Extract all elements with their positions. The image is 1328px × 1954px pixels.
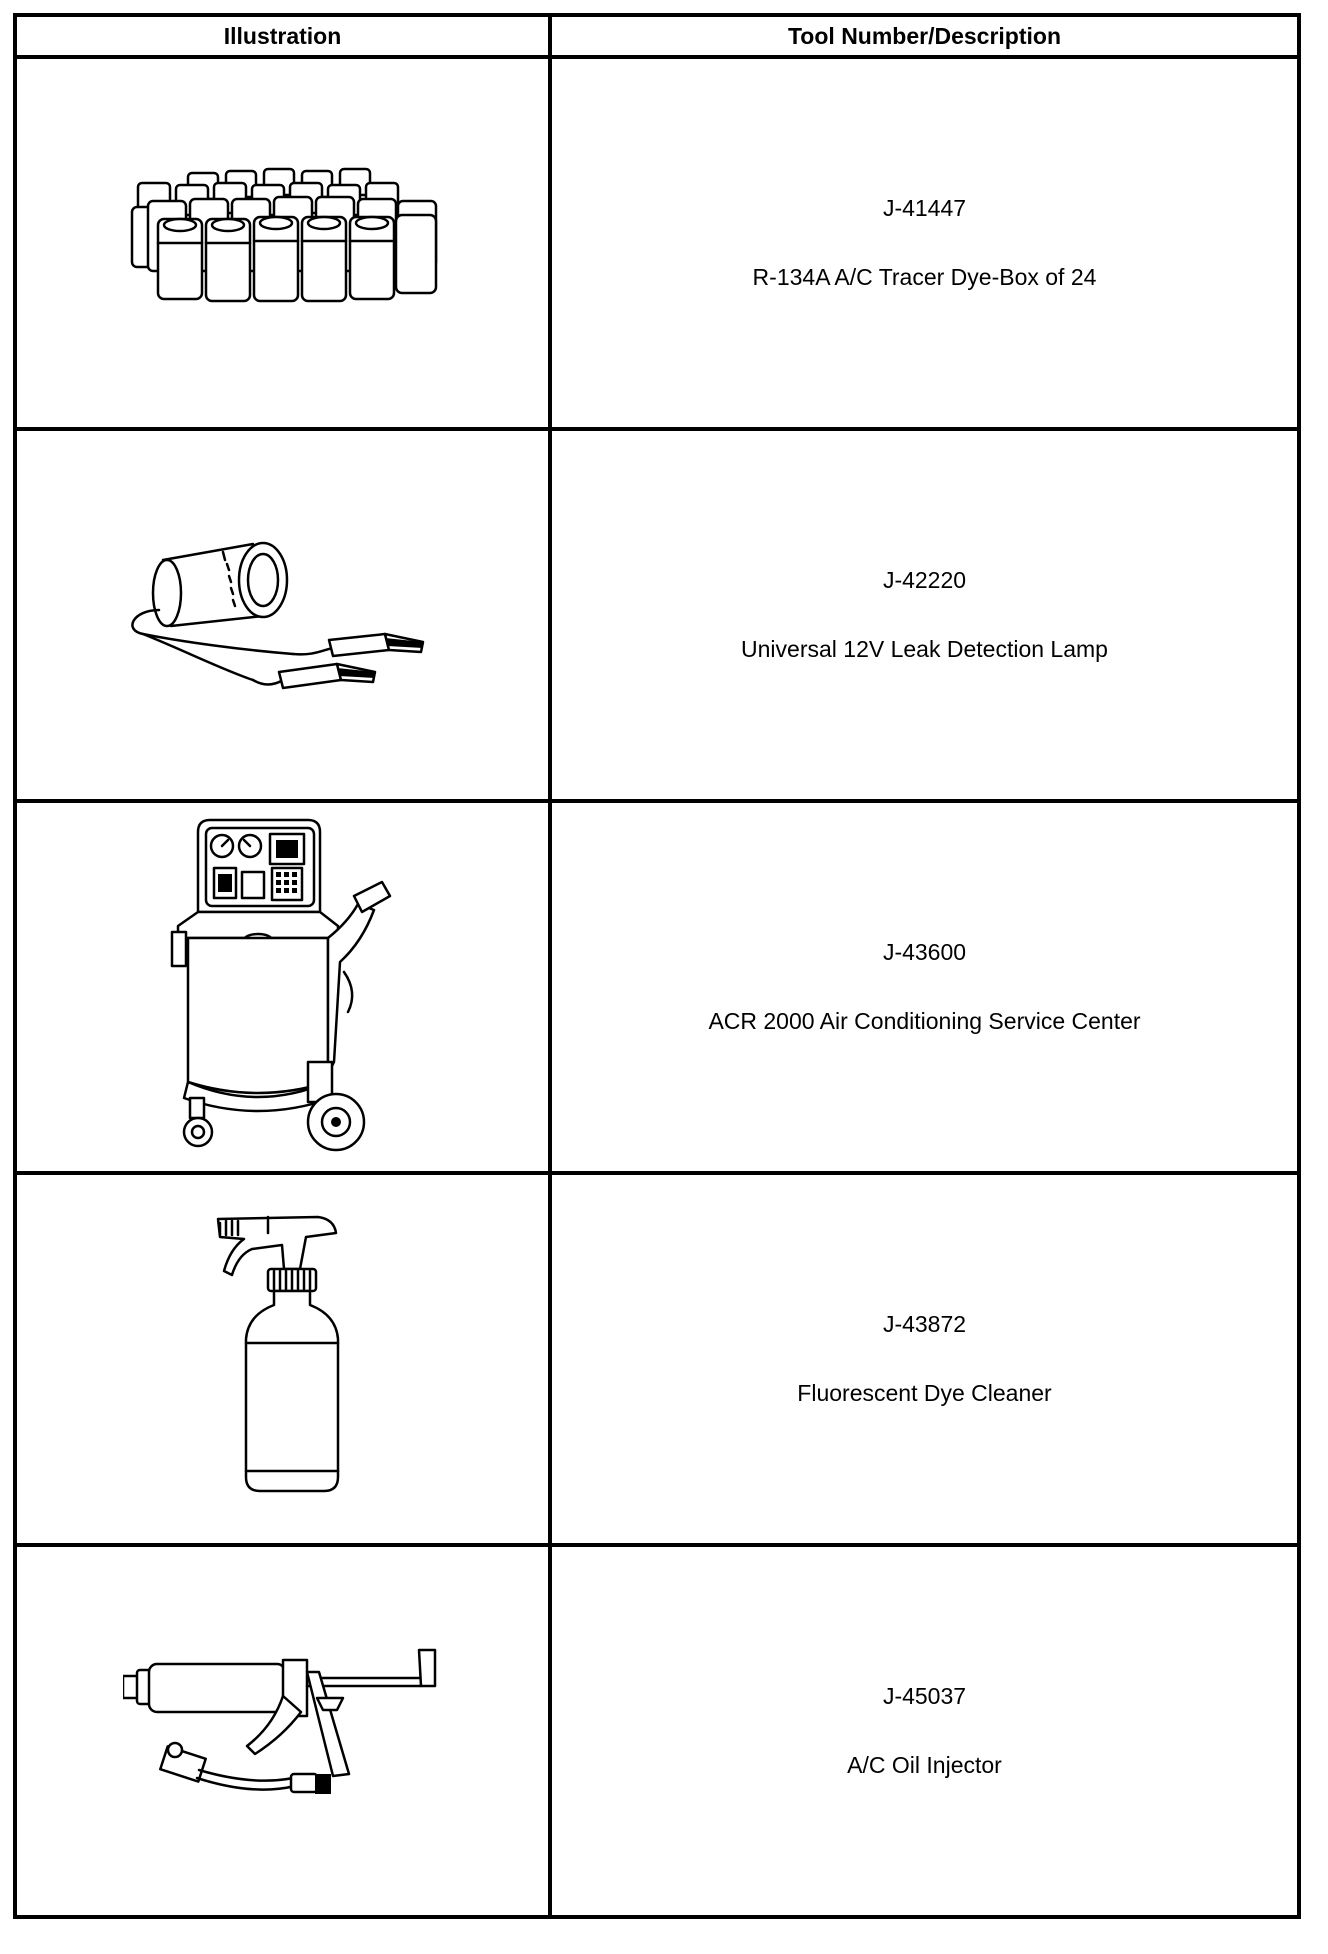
- tool-number: J-43872: [882, 1311, 967, 1337]
- tool-number: J-42220: [882, 567, 967, 593]
- tool-number: J-41447: [882, 195, 967, 221]
- table-row: J-45037 A/C Oil Injector: [13, 1543, 1301, 1919]
- illustration-cell: [13, 1171, 552, 1547]
- header-row: Illustration Tool Number/Description: [13, 13, 1301, 59]
- dye-bottles-icon: [130, 167, 437, 303]
- tool-number: J-43600: [882, 939, 967, 965]
- tool-description: Universal 12V Leak Detection Lamp: [741, 636, 1108, 662]
- tool-description: Fluorescent Dye Cleaner: [797, 1380, 1052, 1406]
- tools-table: Illustration Tool Number/Description: [13, 13, 1301, 1919]
- oil-injector-icon: [122, 1648, 436, 1794]
- table-row: J-43600 ACR 2000 Air Conditioning Servic…: [13, 799, 1301, 1175]
- header-tool-description: Tool Number/Description: [548, 13, 1301, 59]
- description-cell: J-41447 R-134A A/C Tracer Dye-Box of 24: [548, 55, 1301, 431]
- tool-description: ACR 2000 Air Conditioning Service Center: [708, 1008, 1141, 1034]
- spray-bottle-icon: [216, 1215, 339, 1493]
- header-illustration: Illustration: [13, 13, 552, 59]
- table-row: J-42220 Universal 12V Leak Detection Lam…: [13, 427, 1301, 803]
- description-cell: J-45037 A/C Oil Injector: [548, 1543, 1301, 1919]
- description-cell: J-42220 Universal 12V Leak Detection Lam…: [548, 427, 1301, 803]
- tool-description: A/C Oil Injector: [847, 1752, 1002, 1778]
- table-row: J-43872 Fluorescent Dye Cleaner: [13, 1171, 1301, 1547]
- description-cell: J-43600 ACR 2000 Air Conditioning Servic…: [548, 799, 1301, 1175]
- illustration-cell: [13, 1543, 552, 1919]
- leak-lamp-icon: [130, 541, 424, 690]
- illustration-cell: [13, 427, 552, 803]
- table-row: J-41447 R-134A A/C Tracer Dye-Box of 24: [13, 55, 1301, 431]
- tool-description: R-134A A/C Tracer Dye-Box of 24: [752, 264, 1097, 290]
- tool-number: J-45037: [882, 1683, 967, 1709]
- illustration-cell: [13, 55, 552, 431]
- description-cell: J-43872 Fluorescent Dye Cleaner: [548, 1171, 1301, 1547]
- service-center-icon: [170, 818, 391, 1152]
- illustration-cell: [13, 799, 552, 1175]
